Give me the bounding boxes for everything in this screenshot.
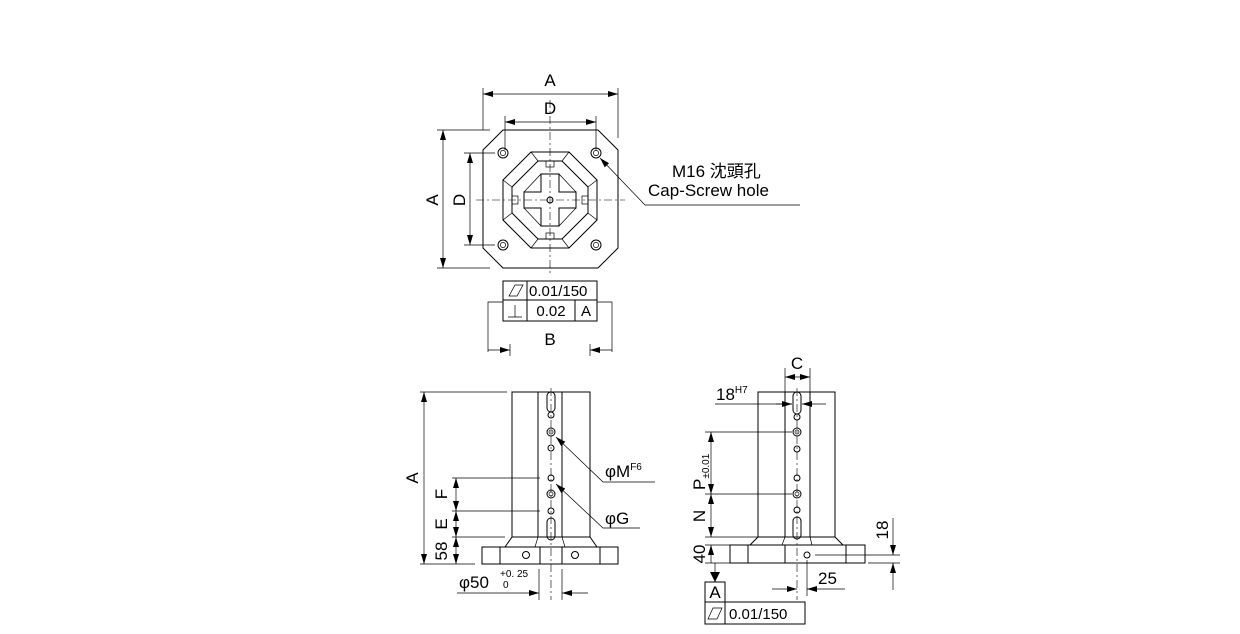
- front-view: A F E 58 φMF6 φG φ50 +0. 25 0: [403, 388, 655, 600]
- perpendicularity-icon: [508, 305, 522, 318]
- dim-phi50-upper: +0. 25: [500, 569, 529, 580]
- datum-triangle-icon: [710, 572, 720, 582]
- dim-slot-18: 18H7: [716, 385, 748, 404]
- front-holes: [546, 391, 556, 541]
- side-holes: [792, 391, 802, 540]
- front-dim-a: A: [403, 472, 422, 484]
- front-base: [481, 546, 619, 565]
- callout-cap-screw: Cap-Screw hole: [648, 181, 769, 200]
- cap-screw-holes: [497, 147, 602, 251]
- top-view: A D A D M16 沈頭孔 Cap-Screw hole 0.01/150 …: [423, 71, 800, 356]
- dim-25: 25: [818, 569, 837, 588]
- side-view: C 18H7 P±0.01 N 40 A 0.01/150 25 18: [690, 354, 900, 625]
- dim-a-left: A: [423, 194, 442, 206]
- perpendicularity-datum: A: [581, 303, 591, 320]
- side-flatness-value: 0.01/150: [729, 606, 787, 623]
- side-flatness-frame: [704, 601, 806, 625]
- datum-a: A: [709, 583, 721, 602]
- dim-p: P±0.01: [690, 453, 712, 490]
- front-dim-e: E: [432, 518, 451, 529]
- flatness-value: 0.01/150: [529, 283, 587, 300]
- callout-m16: M16 沈頭孔: [672, 162, 761, 181]
- base-plate-outline: [482, 129, 619, 269]
- callout-phi-g: φG: [605, 509, 629, 528]
- callout-phi-m: φMF6: [605, 462, 642, 481]
- front-dim-58: 58: [432, 542, 451, 561]
- flatness-icon: [707, 607, 723, 620]
- flatness-icon: [508, 284, 524, 297]
- front-dim-f: F: [432, 489, 451, 499]
- dim-d-top: D: [544, 99, 556, 118]
- dim-40: 40: [690, 545, 709, 564]
- dim-a-top: A: [544, 71, 556, 90]
- side-base: [729, 544, 866, 564]
- dim-c: C: [791, 354, 803, 373]
- dim-n: N: [690, 510, 709, 522]
- perpendicularity-value: 0.02: [536, 303, 565, 320]
- tolerance-frame: 0.01/150 0.02 A: [502, 280, 598, 322]
- dim-18: 18: [873, 521, 892, 540]
- dim-b: B: [544, 330, 555, 349]
- dim-d-left: D: [450, 194, 469, 206]
- dim-phi50: φ50: [459, 573, 489, 592]
- dim-phi50-lower: 0: [503, 580, 509, 591]
